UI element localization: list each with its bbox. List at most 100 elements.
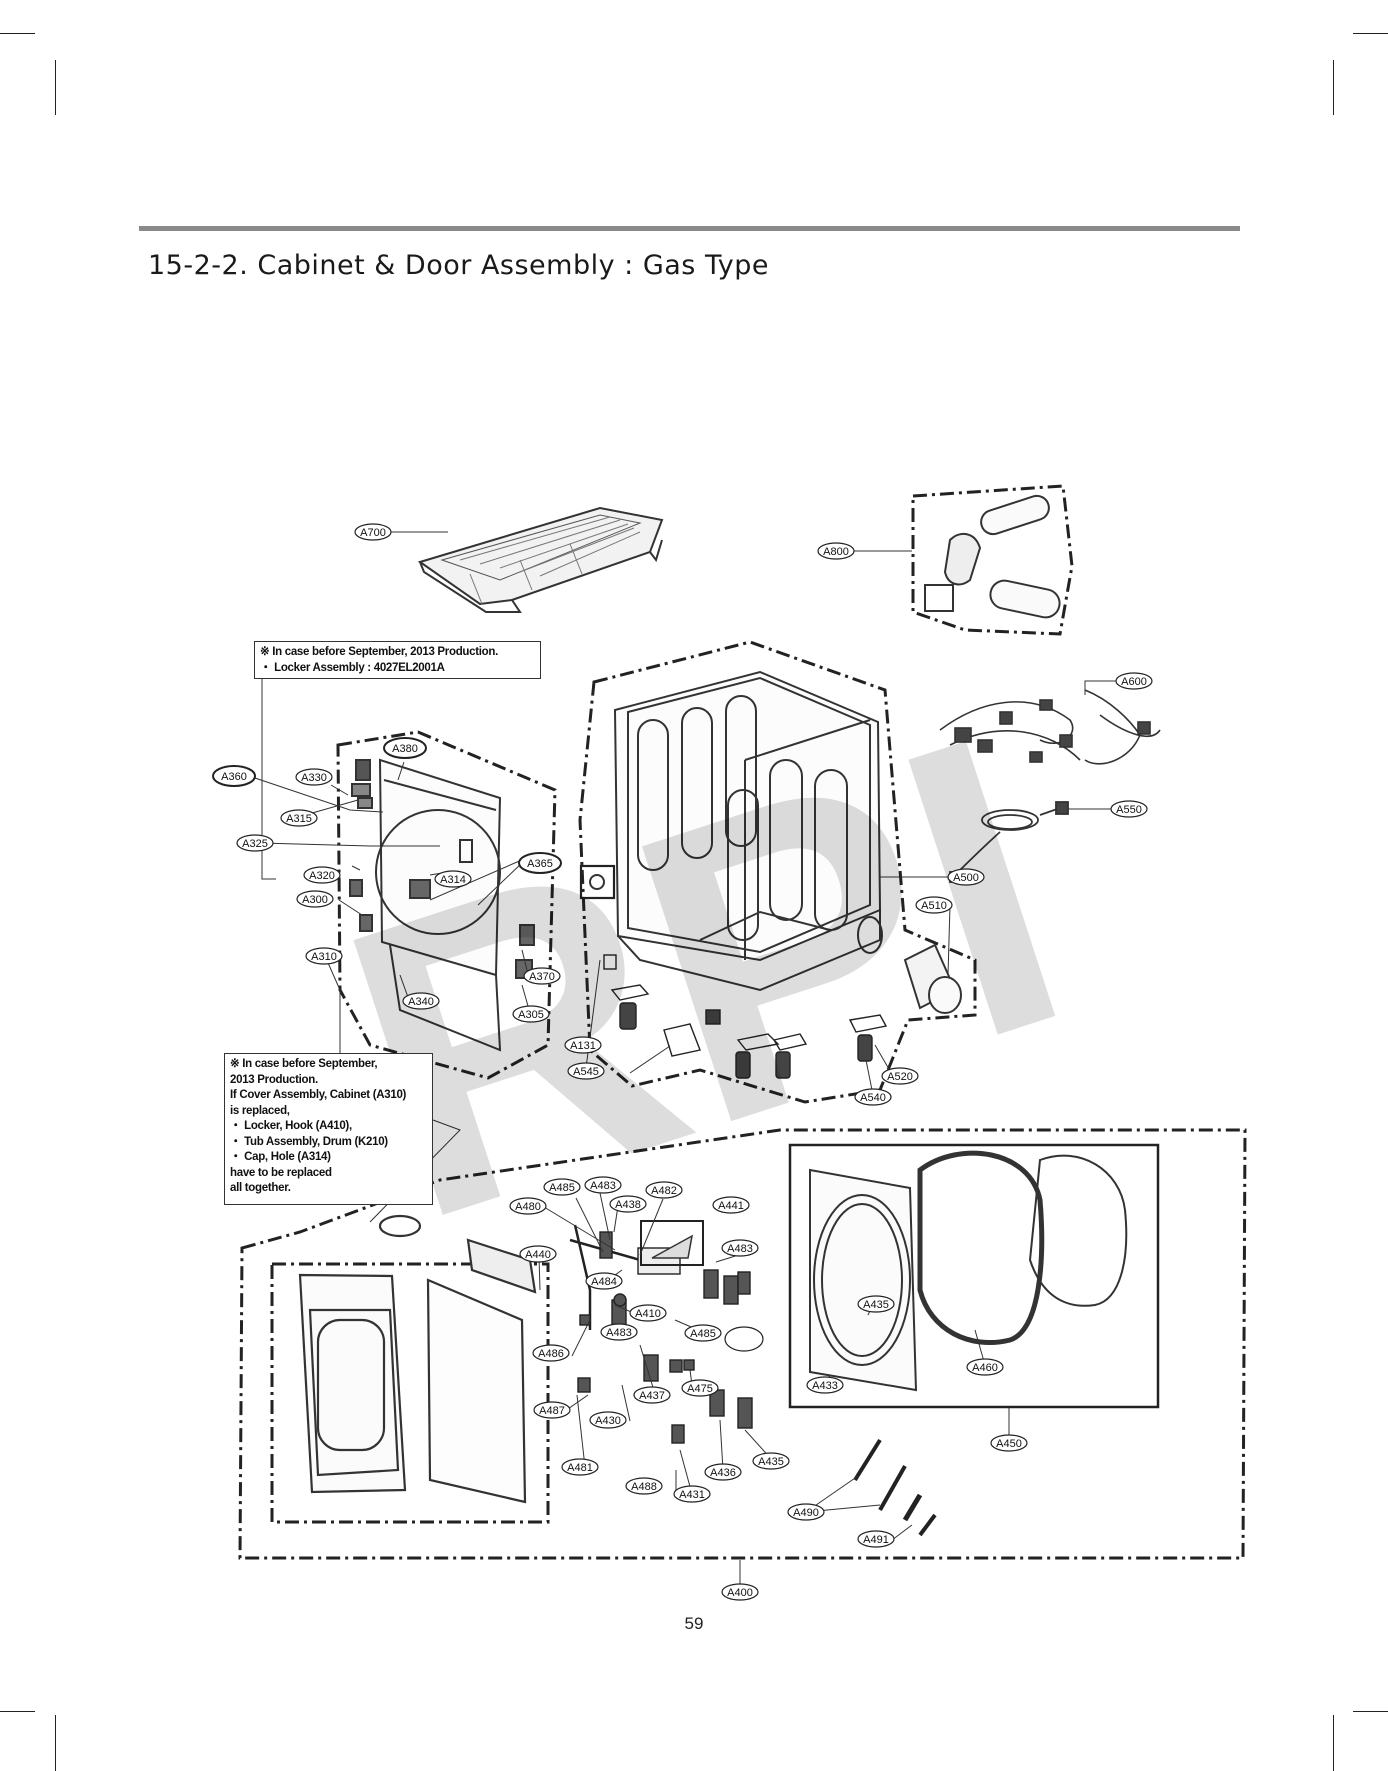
part-label-text: A435 — [758, 1456, 784, 1468]
outline-cabinet-group — [578, 640, 977, 1104]
part-label-text: A410 — [635, 1308, 661, 1320]
outline-door-cover-group — [336, 730, 557, 1080]
part-label-a314: A314 — [434, 870, 472, 888]
part-label-oval — [280, 809, 318, 827]
part-label-a330: A330 — [295, 768, 333, 786]
page-number: 59 — [684, 1614, 704, 1633]
part-label-oval — [567, 1062, 605, 1080]
part-label-a438: A438 — [609, 1195, 647, 1213]
part-label-text: A437 — [639, 1390, 665, 1402]
part-label-text: A436 — [710, 1467, 736, 1479]
part-label-oval — [518, 852, 562, 874]
note-line: If Cover Assembly, Cabinet (A310) — [230, 1089, 407, 1101]
part-label-text: A430 — [595, 1415, 621, 1427]
part-label-oval — [966, 1358, 1004, 1376]
part-label-a340: A340 — [402, 992, 440, 1010]
part-label-a540: A540 — [854, 1088, 892, 1106]
part-label-text: A400 — [727, 1587, 753, 1599]
part-label-text: A330 — [301, 772, 327, 784]
part-label-a485: A485 — [543, 1178, 581, 1196]
part-label-text: A487 — [539, 1405, 565, 1417]
part-label-oval — [633, 1386, 671, 1404]
part-label-a435: A435 — [752, 1452, 790, 1470]
part-label-oval — [296, 890, 334, 908]
part-label-text: A310 — [311, 951, 337, 963]
note-line: ・ Locker Assembly : 4027EL2001A — [260, 661, 445, 674]
part-label-a490: A490 — [787, 1503, 825, 1521]
part-label-a410: A410 — [629, 1304, 667, 1322]
part-label-text: A550 — [1116, 804, 1142, 816]
part-label-a488: A488 — [625, 1477, 663, 1495]
part-label-oval — [585, 1272, 623, 1290]
crop-mark — [55, 60, 56, 115]
part-label-a480: A480 — [509, 1197, 547, 1215]
part-label-oval — [712, 1196, 750, 1214]
part-label-a433: A433 — [806, 1376, 844, 1394]
part-label-text: A483 — [590, 1180, 616, 1192]
crop-mark — [1333, 60, 1334, 115]
part-label-text: A545 — [573, 1066, 599, 1078]
part-label-text: A131 — [570, 1040, 596, 1052]
part-door-hinge-hardware — [569, 1224, 753, 1444]
outline-door-frame-subgroup — [270, 1262, 550, 1524]
part-label-text: A500 — [953, 872, 979, 884]
part-A800 — [924, 494, 1061, 619]
part-label-oval — [303, 866, 341, 884]
part-label-oval — [236, 834, 274, 852]
part-label-oval — [721, 1583, 759, 1601]
part-label-a315: A315 — [280, 809, 318, 827]
part-label-a441: A441 — [712, 1196, 750, 1214]
part-label-text: A520 — [887, 1071, 913, 1083]
outline-duct-group — [911, 484, 1074, 636]
part-label-oval — [600, 1323, 638, 1341]
part-label-a510: A510 — [915, 896, 953, 914]
part-label-oval — [915, 896, 953, 914]
part-label-oval — [519, 1245, 557, 1263]
inset-A441 — [640, 1220, 704, 1266]
note-line: ・ Tub Assembly, Drum (K210) — [230, 1135, 388, 1148]
part-label-a431: A431 — [673, 1485, 711, 1503]
part-label-oval — [509, 1197, 547, 1215]
part-label-text: A490 — [793, 1507, 819, 1519]
part-label-oval — [584, 1176, 622, 1194]
note-line: ※ In case before September, — [230, 1058, 378, 1070]
part-label-a437: A437 — [633, 1386, 671, 1404]
part-label-a360: A360 — [212, 765, 256, 787]
part-label-text: A700 — [360, 527, 386, 539]
part-label-text: A305 — [518, 1009, 544, 1021]
part-label-oval — [857, 1295, 895, 1313]
note-line: all together. — [230, 1182, 291, 1194]
part-label-a305: A305 — [512, 1005, 550, 1023]
part-label-oval — [990, 1434, 1028, 1452]
part-label-oval — [947, 868, 985, 886]
part-label-oval — [625, 1477, 663, 1495]
part-label-text: A450 — [996, 1438, 1022, 1450]
part-label-a325: A325 — [236, 834, 274, 852]
part-label-text: A485 — [549, 1182, 575, 1194]
production-note-top: ※ In case before September, 2013 Product… — [254, 641, 541, 679]
part-label-a600: A600 — [1115, 672, 1153, 690]
part-label-a460: A460 — [966, 1358, 1004, 1376]
part-label-a484: A484 — [585, 1272, 623, 1290]
part-label-text: A483 — [606, 1327, 632, 1339]
part-label-a500: A500 — [947, 868, 985, 886]
part-label-oval — [721, 1239, 759, 1257]
note-line: ・ Cap, Hole (A314) — [230, 1151, 331, 1163]
part-label-oval — [212, 765, 256, 787]
part-label-text: A540 — [860, 1092, 886, 1104]
part-label-a486: A486 — [532, 1344, 570, 1362]
part-label-oval — [354, 523, 392, 541]
part-label-oval — [752, 1452, 790, 1470]
part-feet-legs — [603, 954, 888, 1079]
part-label-text: A440 — [525, 1249, 551, 1261]
part-label-text: A340 — [408, 996, 434, 1008]
empty-callout-oval — [724, 1326, 764, 1352]
part-label-text: A433 — [812, 1380, 838, 1392]
part-label-text: A431 — [679, 1489, 705, 1501]
part-label-text: A380 — [392, 743, 418, 755]
part-label-oval — [629, 1304, 667, 1322]
part-label-a440: A440 — [519, 1245, 557, 1263]
header-rule — [139, 226, 1240, 231]
part-label-text: A438 — [615, 1199, 641, 1211]
